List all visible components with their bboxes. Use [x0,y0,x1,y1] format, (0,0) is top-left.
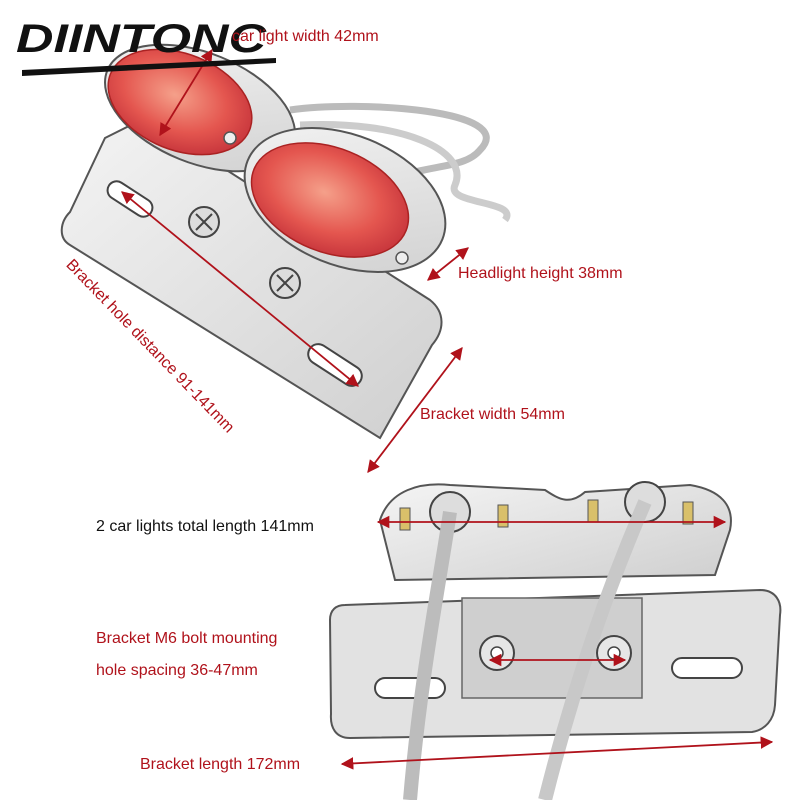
screw-icon [269,267,301,299]
wire [299,120,511,223]
bracket-width-label: Bracket width 54mm [420,406,565,423]
dimension-arrow [121,191,359,387]
stud-icon [497,504,509,528]
brand-logo: DIINTONC [14,14,284,76]
dimension-arrow [367,346,463,474]
nut-icon [596,635,632,671]
top-taillight-assembly [60,43,511,474]
lamp-housing-back [378,483,732,582]
bolt-spacing-label-line2: hole spacing 36-47mm [96,662,258,679]
headlight-height-label: Headlight height 38mm [458,265,623,282]
dimension-arrow [340,736,774,770]
bolt-spacing-label-line1: Bracket M6 bolt mounting [96,630,278,647]
brand-logo-text: DIINTONC [16,17,267,61]
bracket-slot [671,657,743,679]
nut-icon [479,635,515,671]
bracket-length-label: Bracket length 172mm [140,756,301,773]
stud-icon [587,499,599,523]
stud-icon [682,501,694,525]
lights-total-length-label: 2 car lights total length 141mm [96,518,314,535]
stud-icon [399,507,411,531]
rear-bracket-assembly [328,481,782,800]
car-light-width-label: car light width 42mm [232,28,379,45]
dimension-arrow [427,247,469,281]
screw-icon [188,206,220,238]
bracket-slot [374,677,446,699]
